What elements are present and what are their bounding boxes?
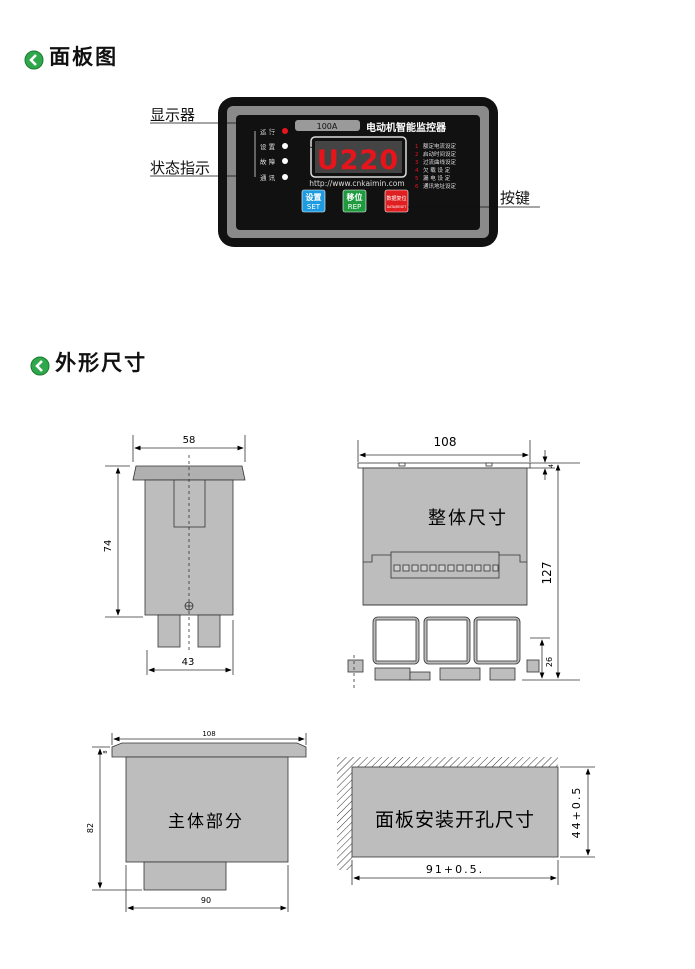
dim-body-width: 108 bbox=[202, 730, 215, 738]
front-panel: 100A 电动机智能监控器 U220 http://www.cnkaimin.c… bbox=[150, 97, 540, 247]
led-label-comm: 通 讯 bbox=[260, 173, 276, 182]
dim-bottom-width: 43 bbox=[182, 657, 195, 668]
rating-label: 100A bbox=[317, 122, 338, 131]
section-title: 面板图 bbox=[49, 45, 119, 69]
menu-item: 额定电流设定 bbox=[423, 142, 457, 150]
svg-text:REP: REP bbox=[348, 203, 362, 211]
section-title: 外形尺寸 bbox=[55, 351, 148, 375]
svg-text:数据复位: 数据复位 bbox=[386, 195, 406, 202]
dim-overall-width: 108 bbox=[434, 435, 457, 449]
menu-num: 5 bbox=[415, 176, 419, 182]
menu-num: 1 bbox=[415, 144, 419, 150]
dim-overall-height: 127 bbox=[540, 562, 554, 585]
menu-item: 漏 电 设 定 bbox=[423, 174, 451, 182]
svg-text:移位: 移位 bbox=[347, 192, 363, 202]
dim-flange: 4 bbox=[548, 464, 555, 468]
led-label-set: 设 置 bbox=[260, 142, 276, 151]
led-set-icon bbox=[282, 143, 288, 149]
dim-cutout-width: 91+0.5. bbox=[426, 863, 484, 876]
svg-text:设置: 设置 bbox=[306, 192, 322, 202]
display-frame bbox=[310, 136, 407, 178]
section-header-dimensions: 外形尺寸 bbox=[30, 347, 147, 377]
side-view-drawing bbox=[105, 435, 246, 675]
rating-plate bbox=[295, 120, 360, 131]
product-name: 电动机智能监控器 bbox=[366, 121, 447, 134]
green-arrow-icon bbox=[30, 356, 50, 375]
menu-item: 启动时间设定 bbox=[423, 150, 457, 158]
svg-text:SET: SET bbox=[307, 203, 321, 211]
dim-rail: 26 bbox=[545, 657, 554, 667]
dim-body-bottom: 90 bbox=[201, 896, 211, 905]
dim-body-flange: 8 bbox=[103, 750, 109, 753]
website-url: http://www.cnkaimin.com bbox=[309, 179, 404, 188]
cutout-label: 面板安装开孔尺寸 bbox=[375, 809, 535, 831]
rep-button[interactable]: 移位 REP bbox=[342, 189, 367, 213]
dim-body-height: 82 bbox=[86, 823, 95, 833]
dim-top-width: 58 bbox=[183, 435, 196, 446]
body-label: 主体部分 bbox=[168, 812, 244, 832]
menu-num: 4 bbox=[415, 168, 419, 174]
led-comm-icon bbox=[282, 174, 288, 180]
callout-display: 显示器 bbox=[150, 106, 195, 124]
svg-text:DATA/RESET: DATA/RESET bbox=[387, 205, 407, 209]
section-header-panel: 面板图 bbox=[24, 41, 118, 71]
menu-num: 6 bbox=[415, 184, 419, 190]
menu-item: 欠 载 设 定 bbox=[423, 166, 451, 174]
green-arrow-icon bbox=[24, 50, 44, 69]
callout-keys: 按键 bbox=[500, 189, 530, 207]
overall-drawing bbox=[347, 440, 580, 690]
body-drawing bbox=[92, 733, 307, 912]
dim-cutout-height: 44+0.5 bbox=[570, 786, 583, 839]
led-run-icon bbox=[282, 128, 288, 134]
menu-item: 过流曲线设定 bbox=[423, 158, 457, 166]
data-reset-button[interactable]: 数据复位 DATA/RESET bbox=[384, 189, 409, 213]
cutout-drawing bbox=[337, 757, 595, 885]
dim-height: 74 bbox=[103, 540, 114, 553]
menu-item: 通讯地址设定 bbox=[423, 182, 457, 190]
menu-num: 2 bbox=[415, 152, 419, 158]
led-fault-icon bbox=[282, 158, 288, 164]
callout-status: 状态指示 bbox=[150, 159, 210, 177]
menu-num: 3 bbox=[415, 160, 419, 166]
menu-list: 1 额定电流设定 2 启动时间设定 3 过流曲线设定 4 欠 载 设 定 5 漏 电 设 … bbox=[415, 142, 457, 190]
set-button[interactable]: 设置 SET bbox=[301, 189, 326, 213]
led-label-fault: 故 障 bbox=[260, 157, 276, 166]
overall-label: 整体尺寸 bbox=[428, 508, 508, 529]
display-readout: U220 bbox=[317, 145, 399, 176]
